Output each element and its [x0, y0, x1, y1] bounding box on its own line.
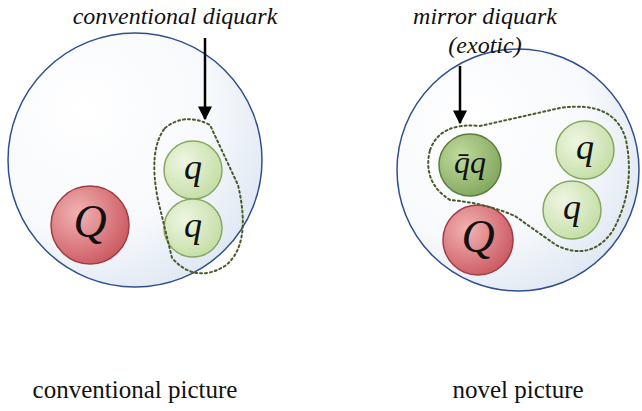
circle-shape: [397, 49, 639, 291]
circle-shape: [51, 186, 129, 264]
diquark-outline: [428, 107, 629, 251]
circle-shape: [556, 121, 614, 179]
quark-symbol: q̄q: [454, 146, 486, 178]
circle-shape: [8, 33, 262, 287]
circle-shape: [439, 134, 501, 196]
heavy-quark-circle: Q: [442, 204, 514, 276]
picture-circle: conventional pictureQqq: [7, 32, 263, 288]
quark-pair-circle: q̄q: [438, 133, 502, 197]
quark-symbol: Q: [73, 199, 106, 245]
light-quark-circle: q: [163, 198, 223, 258]
quark-symbol: q: [184, 207, 202, 243]
quark-symbol: q: [563, 189, 581, 225]
pointer-label: conventional diquark: [40, 2, 310, 31]
light-quark-circle: q: [555, 120, 615, 180]
circle-shape: [164, 199, 222, 257]
picture-caption: conventional picture: [7, 375, 263, 405]
circle-shape: [164, 141, 222, 199]
circle-shape: [443, 205, 513, 275]
pointer-arrow: [204, 38, 207, 119]
quark-symbol: q: [184, 149, 202, 185]
picture-circle: novel pictureq̄qqqQ: [396, 48, 640, 292]
quark-symbol: q: [576, 129, 594, 165]
quark-symbol: Q: [461, 214, 494, 260]
circle-shape: [543, 181, 601, 239]
pointer-arrow: [459, 66, 462, 123]
pointer-label: mirror diquark (exotic): [400, 2, 570, 60]
light-quark-circle: q: [163, 140, 223, 200]
light-quark-circle: q: [542, 180, 602, 240]
heavy-quark-circle: Q: [50, 185, 130, 265]
diquark-outline: [154, 119, 242, 273]
circle-outline: [7, 32, 263, 288]
picture-caption: novel picture: [396, 375, 640, 405]
